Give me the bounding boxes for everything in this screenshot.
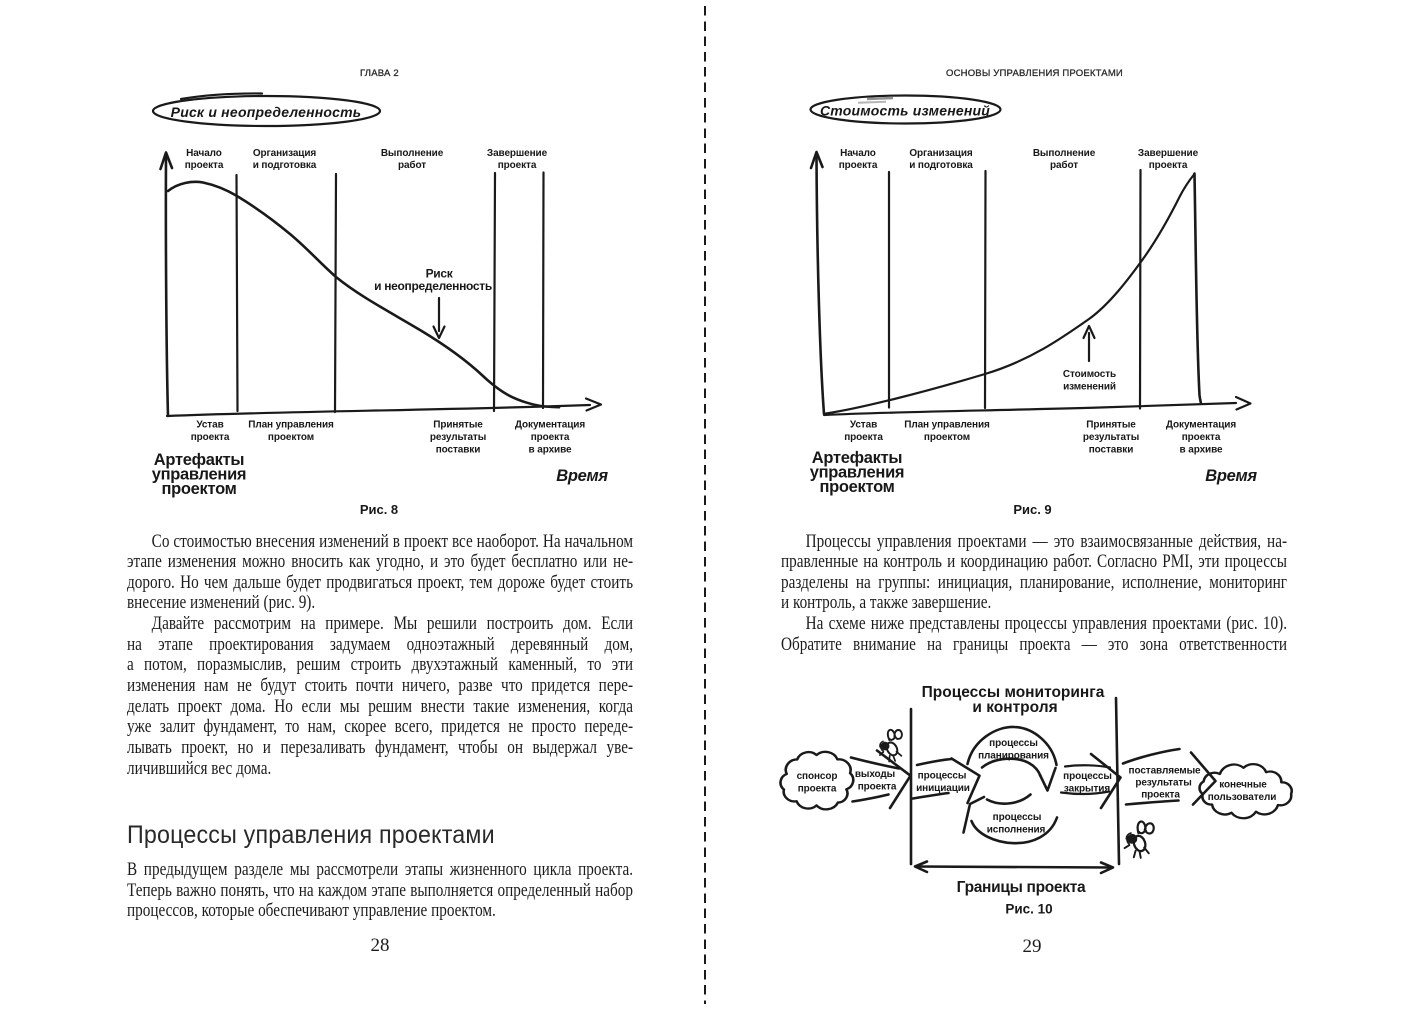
svg-text:План управления: План управления	[248, 420, 334, 431]
svg-text:конечные: конечные	[1219, 780, 1267, 791]
svg-text:Время: Время	[556, 467, 608, 485]
svg-text:в архиве: в архиве	[529, 445, 572, 456]
svg-text:Время: Время	[1205, 467, 1257, 485]
svg-text:Устав: Устав	[196, 420, 223, 431]
svg-text:проекта: проекта	[1149, 160, 1188, 171]
svg-text:Организация: Организация	[909, 148, 972, 159]
svg-text:Завершение: Завершение	[1138, 148, 1199, 159]
svg-text:поставляемые: поставляемые	[1129, 766, 1202, 777]
svg-text:процессы: процессы	[1063, 771, 1112, 782]
svg-text:результаты: результаты	[1083, 432, 1139, 443]
svg-text:Границы проекта: Границы проекта	[957, 879, 1086, 896]
svg-text:Рис. 9: Рис. 9	[1013, 502, 1051, 517]
svg-text:проектом: проектом	[924, 432, 970, 443]
svg-text:и подготовка: и подготовка	[909, 160, 973, 171]
svg-text:Организация: Организация	[253, 148, 316, 159]
svg-text:Рис. 10: Рис. 10	[1005, 902, 1052, 917]
svg-text:поставки: поставки	[436, 445, 481, 456]
svg-text:Артефакты: Артефакты	[812, 449, 902, 467]
svg-text:проекта: проекта	[1182, 432, 1221, 443]
svg-text:процессы: процессы	[993, 812, 1042, 823]
svg-text:проекта: проекта	[858, 782, 897, 793]
svg-text:проектом: проектом	[819, 478, 894, 496]
svg-text:результаты: результаты	[430, 432, 486, 443]
svg-text:Риск и неопределенность: Риск и неопределенность	[171, 104, 362, 120]
svg-text:и контроля: и контроля	[972, 699, 1057, 716]
svg-text:управления: управления	[810, 464, 905, 482]
svg-text:Стоимость: Стоимость	[1063, 369, 1116, 380]
svg-text:Начало: Начало	[186, 148, 222, 159]
svg-text:результаты: результаты	[1135, 778, 1191, 789]
svg-text:поставки: поставки	[1089, 445, 1134, 456]
svg-text:исполнения: исполнения	[987, 825, 1046, 836]
svg-text:проектом: проектом	[268, 432, 314, 443]
svg-text:инициации: инициации	[916, 783, 970, 794]
svg-text:пользователи: пользователи	[1208, 792, 1277, 803]
svg-text:в архиве: в архиве	[1180, 445, 1223, 456]
svg-text:проекта: проекта	[191, 432, 230, 443]
svg-text:Принятые: Принятые	[433, 420, 483, 431]
svg-text:работ: работ	[1050, 159, 1078, 171]
svg-text:процессы: процессы	[918, 771, 967, 782]
svg-text:планирования: планирования	[978, 751, 1049, 762]
svg-text:закрытия: закрытия	[1064, 784, 1110, 795]
svg-text:проекта: проекта	[498, 160, 537, 171]
svg-text:процессы: процессы	[989, 738, 1038, 749]
svg-text:спонсор: спонсор	[797, 771, 838, 782]
svg-text:проектом: проектом	[161, 480, 236, 498]
svg-text:проекта: проекта	[531, 432, 570, 443]
svg-text:Выполнение: Выполнение	[1033, 148, 1096, 159]
svg-text:Документация: Документация	[1166, 420, 1236, 431]
svg-text:Документация: Документация	[515, 420, 585, 431]
svg-text:и неопределенность: и неопределенность	[374, 279, 492, 293]
svg-text:выходы: выходы	[855, 769, 895, 780]
svg-text:изменений: изменений	[1063, 382, 1116, 393]
svg-text:Принятые: Принятые	[1086, 420, 1136, 431]
svg-text:управления: управления	[152, 466, 247, 484]
svg-text:Артефакты: Артефакты	[154, 451, 244, 469]
svg-text:Рис. 8: Рис. 8	[360, 502, 398, 517]
svg-text:Устав: Устав	[850, 420, 877, 431]
svg-text:работ: работ	[398, 159, 426, 171]
svg-text:проекта: проекта	[1141, 790, 1180, 801]
svg-text:и подготовка: и подготовка	[253, 160, 317, 171]
svg-text:Начало: Начало	[840, 148, 876, 159]
svg-text:Завершение: Завершение	[487, 148, 548, 159]
svg-text:Стоимость изменений: Стоимость изменений	[820, 103, 990, 119]
svg-text:проекта: проекта	[839, 160, 878, 171]
svg-text:проекта: проекта	[798, 784, 837, 795]
svg-text:План управления: План управления	[904, 420, 990, 431]
svg-text:Риск: Риск	[426, 267, 454, 281]
svg-text:Выполнение: Выполнение	[381, 148, 444, 159]
svg-text:проекта: проекта	[185, 160, 224, 171]
svg-text:проекта: проекта	[844, 432, 883, 443]
svg-text:Процессы мониторинга: Процессы мониторинга	[922, 684, 1105, 701]
